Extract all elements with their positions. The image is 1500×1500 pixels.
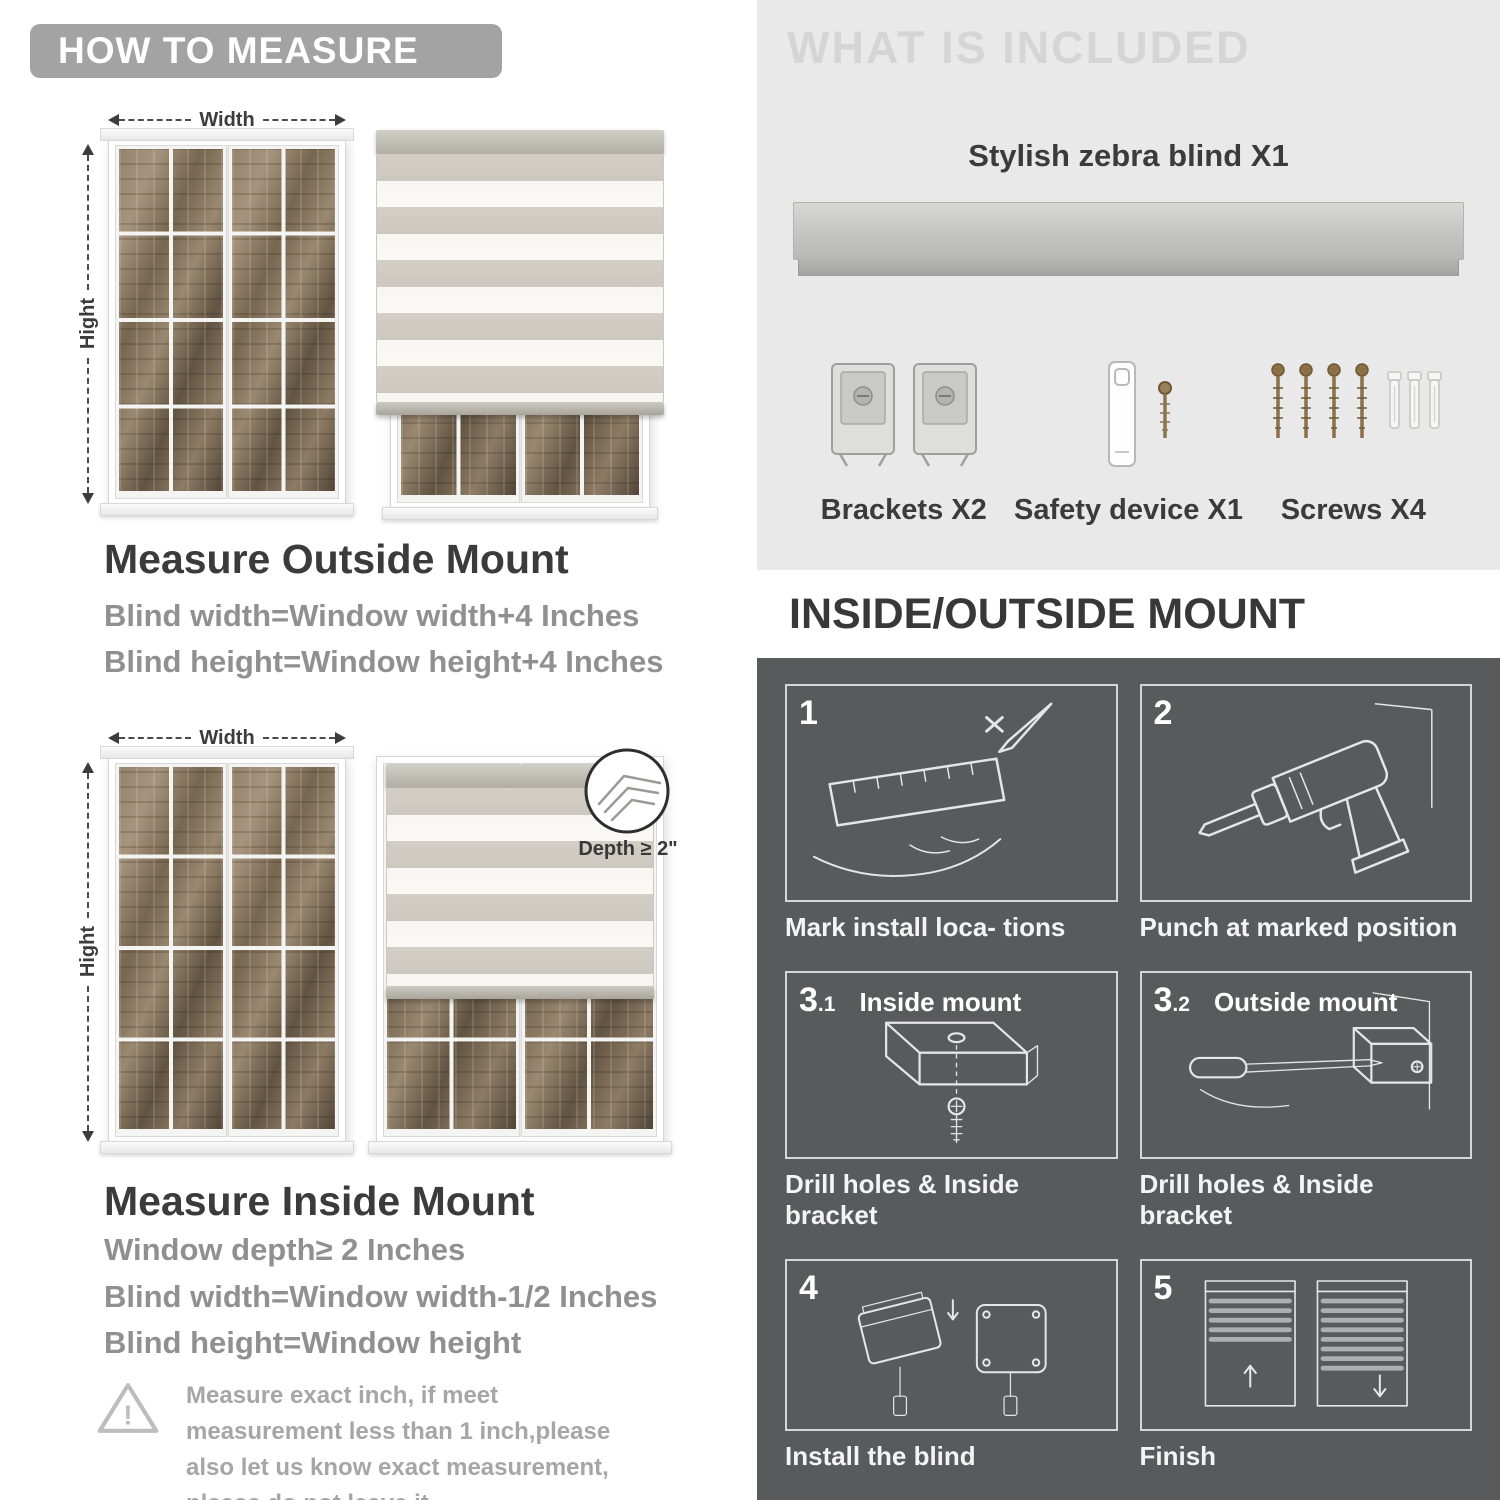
included-item-screws: Screws X4 [1243, 326, 1464, 527]
step-number: 1 [799, 694, 818, 732]
width-arrow: Width [108, 727, 347, 749]
window-casement [227, 763, 339, 1137]
how-to-measure-section: HOW TO MEASURE Width Hight [0, 0, 740, 1500]
outside-mount-line1: Blind width=Window width+4 Inches [104, 598, 640, 633]
step-caption: Drill holes & Inside bracket [1139, 1169, 1374, 1230]
mount-step-4: 4 [785, 1259, 1118, 1472]
step-number: 4 [799, 1269, 818, 1307]
warning-triangle-icon: ! [97, 1383, 159, 1433]
inside-mount-line1: Window depth≥ 2 Inches [104, 1232, 466, 1267]
blind-item-label: Stylish zebra blind X1 [968, 138, 1289, 173]
arrow-right-icon [335, 114, 347, 126]
screws-icon [1271, 363, 1443, 438]
inside-mount-figure: Width Hight [77, 726, 700, 1156]
step-number: 3 [1153, 981, 1173, 1019]
arrow-right-icon [335, 732, 347, 744]
mount-step-1: 1 [785, 684, 1118, 943]
step-number: 5 [1153, 1269, 1173, 1307]
how-to-measure-header: HOW TO MEASURE [30, 24, 502, 78]
blind-headrail [376, 130, 664, 154]
mount-step-3-2: 3 .2 Outside mount [1139, 971, 1472, 1231]
mount-header-band: INSIDE/OUTSIDE MOUNT [757, 570, 1500, 658]
blind-bottom-rail [386, 986, 654, 999]
arrow-down-icon [82, 493, 94, 504]
step-caption: Drill holes & Inside bracket [785, 1169, 1020, 1230]
mount-step-3-1: 3 .1 Inside mount [785, 971, 1118, 1231]
depth-detail-magnifier-icon [582, 746, 672, 836]
arrow-left-icon [108, 732, 119, 744]
arrow-left-icon [108, 114, 119, 126]
window-casement [115, 763, 227, 1137]
width-arrow: Width [108, 109, 347, 131]
window-casement [227, 145, 339, 499]
height-arrow: Hight [77, 762, 99, 1142]
step-number: 3 [799, 981, 818, 1019]
install-blind-illustration-icon [857, 1291, 1047, 1416]
blind-bottom-rail [376, 402, 664, 415]
height-arrow: Hight [77, 144, 99, 504]
depth-badge: Depth ≥ 2" [578, 838, 678, 860]
step-number: 2 [1153, 694, 1173, 732]
measurement-warning: ! Measure exact inch, if meet measuremen… [96, 1378, 662, 1500]
what-is-included-header: WHAT IS INCLUDED [787, 22, 1251, 73]
window-lintel [100, 128, 354, 141]
step-caption: Mark install loca- tions [785, 912, 1066, 942]
step-subnumber: .2 [1172, 993, 1190, 1016]
outside-mount-figure: Width Hight [77, 108, 680, 520]
step-caption: Punch at marked position [1139, 912, 1458, 942]
inside-mount-title: Measure Inside Mount [104, 1178, 535, 1224]
safety-device-icon [1108, 361, 1173, 467]
mount-step-5: 5 [1139, 1259, 1472, 1472]
finished-blinds-illustration-icon [1204, 1280, 1408, 1407]
brackets-icon [830, 363, 977, 467]
zebra-blind [376, 130, 664, 415]
outside-mount-blind-illustration [376, 130, 664, 520]
window-sill [368, 1141, 672, 1154]
step-caption: Finish [1139, 1441, 1217, 1471]
outside-mount-line2: Blind height=Window height+4 Inches [104, 644, 664, 679]
window-sill [382, 507, 658, 520]
right-section: WHAT IS INCLUDED Stylish zebra blind X1 [757, 0, 1500, 1500]
warning-exclamation: ! [123, 1399, 132, 1430]
included-item-brackets: Brackets X2 [793, 326, 1014, 527]
step-title: Outside mount [1213, 987, 1398, 1017]
inside-bracket-illustration-icon [885, 1021, 1039, 1144]
height-label: Hight [76, 926, 99, 978]
mount-step-2: 2 [1139, 684, 1472, 943]
window-sill [100, 1141, 354, 1154]
window-casement [115, 145, 227, 499]
warning-text: Measure exact inch, if meet measurement … [186, 1382, 611, 1500]
width-label: Width [199, 108, 255, 131]
blind-headrail-image [793, 202, 1464, 276]
brackets-label: Brackets X2 [820, 494, 987, 526]
arrow-up-icon [82, 144, 94, 155]
included-item-safety-device: Safety device X1 [1014, 326, 1243, 527]
outside-bracket-illustration-icon [1188, 992, 1432, 1110]
what-is-included-section: WHAT IS INCLUDED Stylish zebra blind X1 [757, 0, 1500, 570]
height-label: Hight [76, 298, 99, 350]
step-subnumber: .1 [817, 993, 836, 1016]
window-illustration [100, 128, 354, 516]
drill-illustration-icon [1197, 703, 1433, 874]
mount-steps-section: 1 [757, 658, 1500, 1500]
inside-mount-line2: Blind width=Window width-1/2 Inches [104, 1279, 658, 1314]
blind-fabric [376, 154, 664, 402]
arrow-down-icon [82, 1131, 94, 1142]
outside-mount-title: Measure Outside Mount [104, 536, 569, 582]
width-label: Width [199, 726, 255, 749]
inside-mount-line3: Blind height=Window height [104, 1325, 522, 1360]
window-sill [100, 503, 354, 516]
safety-device-label: Safety device X1 [1014, 494, 1243, 526]
included-items-row: Brackets X2 [793, 326, 1464, 527]
window-illustration [100, 746, 354, 1154]
mount-header: INSIDE/OUTSIDE MOUNT [789, 590, 1306, 638]
step-caption: Install the blind [785, 1441, 976, 1471]
window-lintel [100, 746, 354, 759]
mark-locations-illustration-icon [812, 702, 1053, 877]
arrow-up-icon [82, 762, 94, 773]
step-title: Inside mount [859, 987, 1022, 1017]
screws-label: Screws X4 [1280, 494, 1426, 526]
